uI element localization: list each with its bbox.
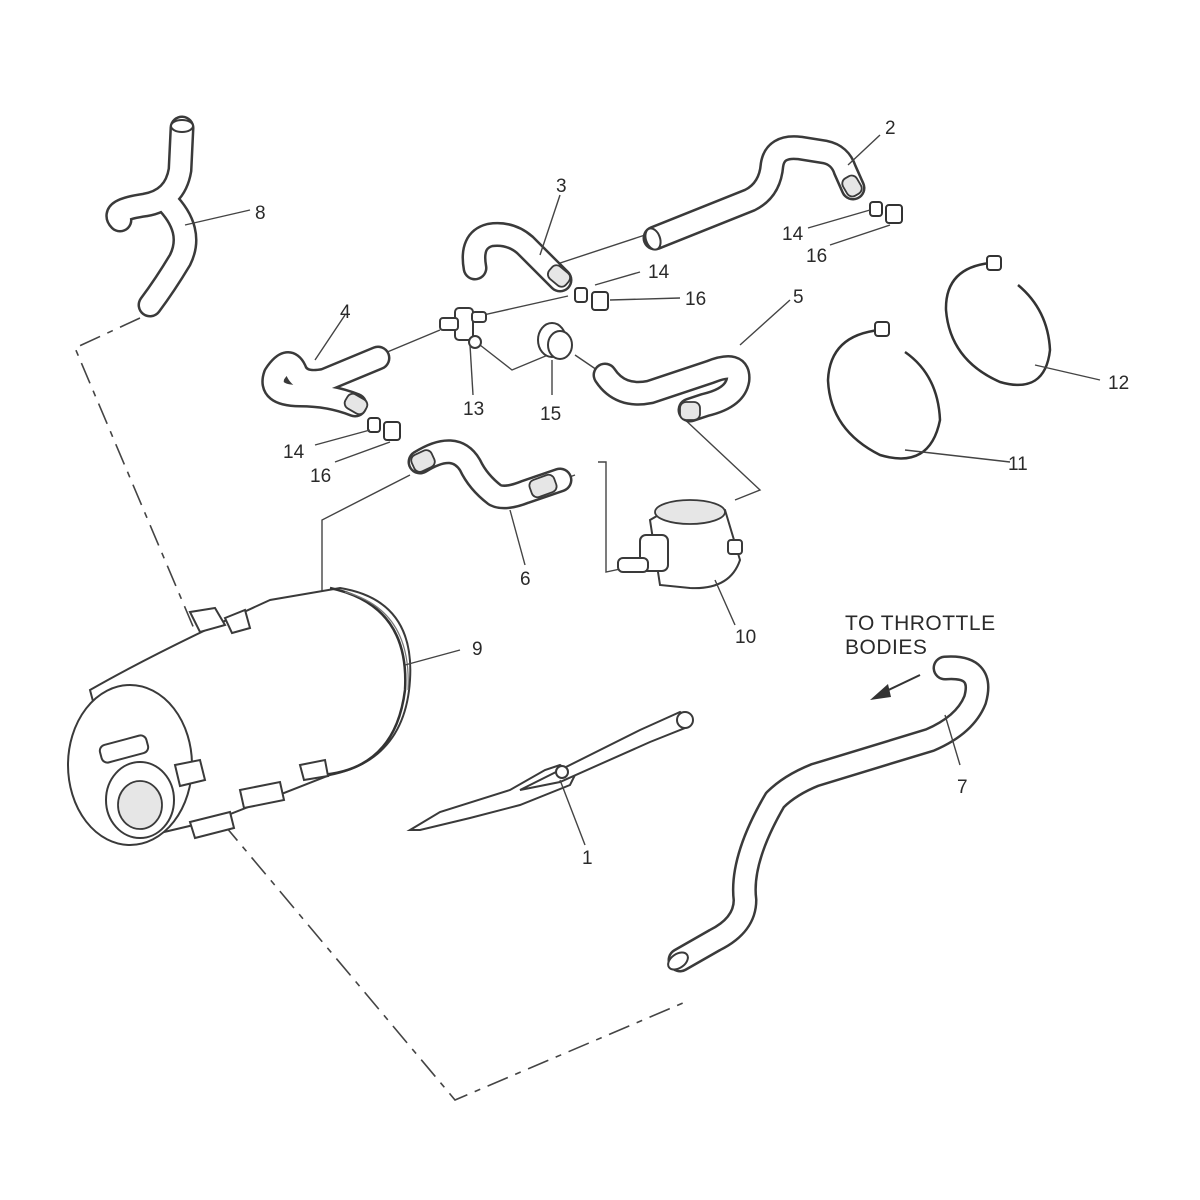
label-part-14-left: 14: [283, 442, 305, 463]
label-part-14-middle: 14: [648, 262, 670, 283]
label-part-14-right: 14: [782, 224, 804, 245]
label-part-3: 3: [556, 176, 567, 197]
clips: [367, 201, 903, 441]
label-part-11: 11: [1008, 454, 1028, 475]
clamp-11: [826, 321, 942, 460]
label-part-16-right: 16: [806, 246, 827, 267]
label-part-1: 1: [582, 848, 593, 869]
label-part-13: 13: [463, 399, 484, 420]
t-piece-13: [439, 307, 487, 349]
label-part-2: 2: [885, 118, 896, 139]
label-part-12: 12: [1108, 373, 1129, 394]
hose-6: [407, 439, 573, 510]
label-part-15: 15: [540, 404, 561, 425]
hose-7: [667, 655, 990, 973]
clamp-12: [944, 255, 1052, 387]
label-part-10: 10: [735, 627, 756, 648]
hose-3: [461, 222, 573, 293]
label-part-16-middle: 16: [685, 289, 706, 310]
arrow-icon: [870, 674, 921, 700]
leader-lines: [184, 134, 1101, 846]
bracket-1: [406, 710, 694, 831]
canister-9: [67, 586, 412, 846]
caption-line-2: BODIES: [845, 636, 927, 659]
valve-10: [617, 499, 743, 590]
label-part-4: 4: [340, 302, 351, 323]
label-part-8: 8: [255, 203, 266, 224]
hose-2: [642, 135, 866, 251]
label-part-5: 5: [793, 287, 804, 308]
part-15: [537, 322, 573, 360]
hose-5: [592, 355, 751, 423]
label-part-9: 9: [472, 639, 483, 660]
label-part-16-left: 16: [310, 466, 331, 487]
label-part-6: 6: [520, 569, 531, 590]
label-part-7: 7: [957, 777, 968, 798]
hose-8: [105, 115, 198, 318]
caption-line-1: TO THROTTLE: [845, 612, 996, 635]
hose-4: [261, 345, 391, 418]
